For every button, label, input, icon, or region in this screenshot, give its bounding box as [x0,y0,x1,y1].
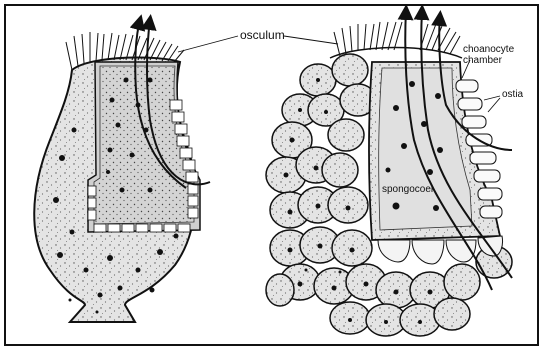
ostia-label: ostia [502,89,524,100]
osculum-leader-left [178,36,238,52]
ostia-leader-1 [484,96,500,100]
osculum-leader-right [284,36,338,44]
choanocyte-chamber-label-line2: chamber [463,55,503,66]
osculum-label: osculum [240,28,285,42]
spongocoel-label: spongocoel [382,184,433,195]
ostia-leader-2 [488,98,500,112]
choanocyte-chamber-label-line1: choanocyte [463,44,515,55]
left-sponge [34,20,210,322]
